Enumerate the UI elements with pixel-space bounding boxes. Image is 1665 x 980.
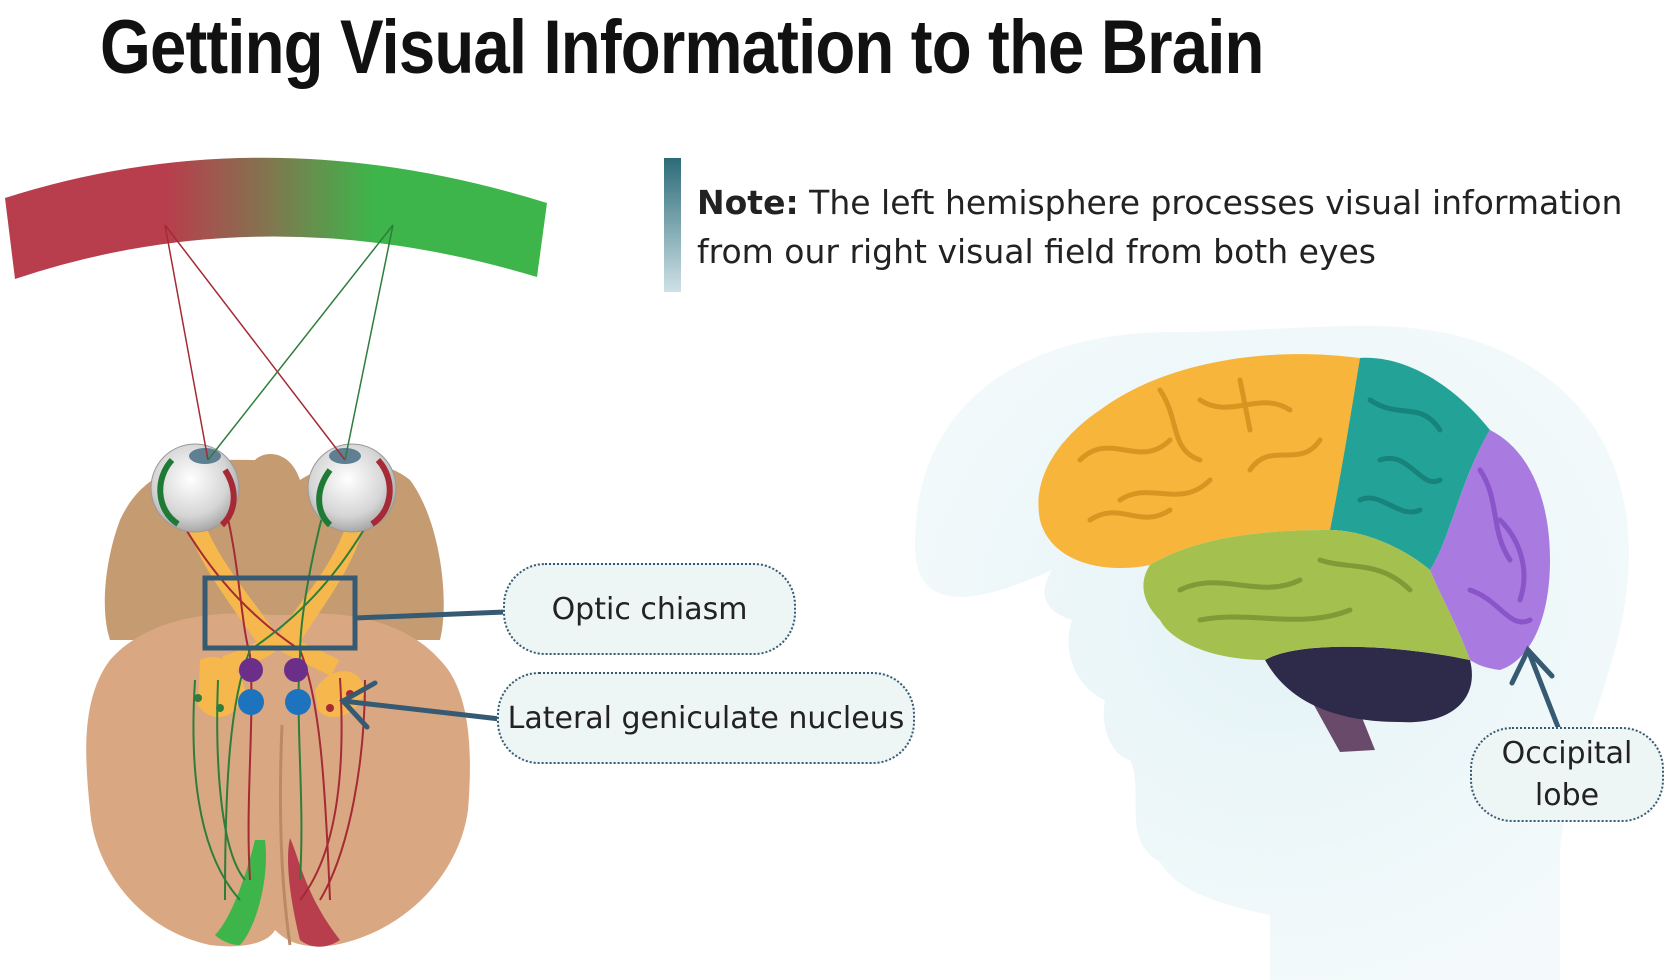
brain-inferior-view bbox=[86, 454, 470, 947]
nucleus-purple-left bbox=[239, 658, 263, 682]
light-rays bbox=[164, 224, 394, 461]
nucleus-blue-right bbox=[285, 689, 311, 715]
brain-lateral-view bbox=[1038, 354, 1550, 752]
visual-cortex-left-red bbox=[288, 838, 340, 947]
cerebellum bbox=[1265, 646, 1472, 723]
left-eye-iris bbox=[189, 448, 221, 464]
right-eye bbox=[307, 443, 397, 533]
left-eye-retina-green bbox=[157, 457, 180, 527]
note-text: Note: The left hemisphere processes visu… bbox=[697, 178, 1637, 276]
optic-chiasm-label: Optic chiasm bbox=[503, 563, 796, 655]
lgn-callout-arrow bbox=[339, 680, 503, 730]
note-label: Note: bbox=[697, 183, 799, 222]
occipital-lobe-label: Occipital lobe bbox=[1470, 727, 1664, 822]
occipital-callout-arrow bbox=[1509, 645, 1561, 730]
optic-nerve-right-eye bbox=[275, 510, 365, 655]
note-accent-bar bbox=[664, 158, 681, 292]
nuclei bbox=[194, 658, 354, 715]
cerebrum-base bbox=[86, 613, 470, 947]
note-body: The left hemisphere processes visual inf… bbox=[697, 183, 1623, 271]
temporal-lobe bbox=[1143, 530, 1470, 660]
lateral-geniculate-nucleus-label: Lateral geniculate nucleus bbox=[497, 672, 915, 764]
nucleus-blue-left bbox=[238, 689, 264, 715]
optic-chiasm-callout-line bbox=[354, 609, 506, 621]
left-eye-retina-red bbox=[219, 468, 237, 528]
page-title: Getting Visual Information to the Brain bbox=[100, 5, 1264, 90]
lgn-region-right bbox=[198, 656, 245, 717]
visual-field-arc bbox=[5, 157, 547, 279]
right-eye-retina-red bbox=[370, 457, 393, 527]
occipital-lobe bbox=[1430, 430, 1550, 670]
optic-chiasm-highlight-box bbox=[202, 575, 358, 651]
left-eye bbox=[150, 443, 240, 533]
right-eye-retina-green bbox=[316, 468, 333, 528]
optic-nerve-left-eye bbox=[185, 510, 280, 655]
nucleus-purple-right bbox=[284, 658, 308, 682]
longitudinal-fissure bbox=[278, 724, 292, 946]
right-eye-iris bbox=[329, 448, 361, 464]
visual-cortex-right-green bbox=[215, 840, 266, 945]
